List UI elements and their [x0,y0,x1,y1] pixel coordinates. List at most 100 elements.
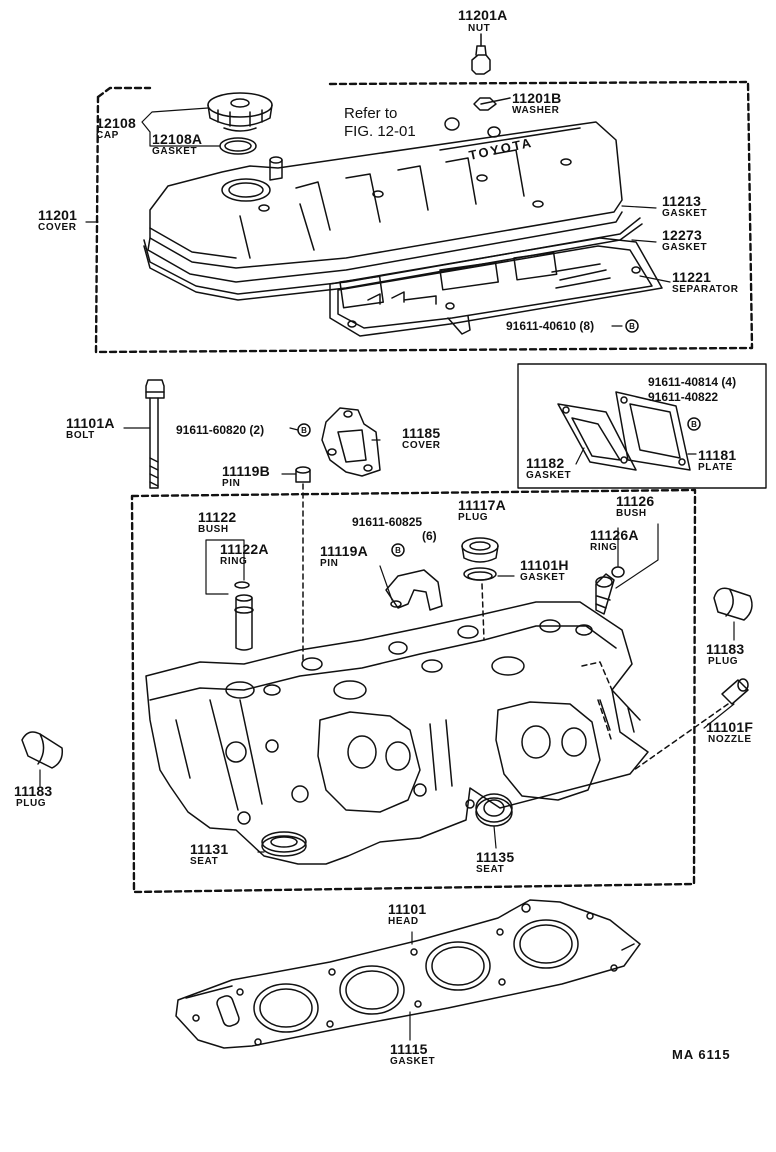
part-number-11126: 11126 [616,493,655,509]
part-name-gasket: GASKET [662,208,708,219]
part-number-11182: 11182 [526,455,565,471]
cap-gasket-drawing [219,137,257,155]
part-name-gasket: GASKET [526,470,572,481]
side-cover-drawing [321,407,381,477]
part-number-11101H: 11101H [520,557,569,573]
part-number-11101A: 11101A [66,415,115,431]
part-number-11201B: 11201B [512,90,562,106]
leader-lines [39,107,735,1041]
part-name-plug: PLUG [16,798,47,809]
part-name-bush: BUSH [198,524,229,535]
part-number-11213: 11213 [662,193,702,209]
bolt-code-40814: 91611-40814 (4) [648,375,737,389]
valve-guide-bush-drawing [234,594,254,651]
bolt-symbol-letter: B [691,420,697,429]
part-name-nozzle: NOZZLE [708,734,752,745]
bearing-cap-drawing [385,569,443,611]
part-name-seat: SEAT [190,856,219,867]
part-name-nut: NUT [468,23,491,34]
part-name-pin: PIN [320,558,339,569]
part-name-bush: BUSH [616,508,647,519]
part-number-12273: 12273 [662,227,702,243]
bolt-symbol-letter: B [395,546,401,555]
part-number-11119A: 11119A [320,543,368,559]
part-name-cover: COVER [402,440,441,451]
part-name-ring: RING [220,556,248,567]
part-number-11101: 11101 [388,901,427,917]
bolt-symbol-60825 [391,543,405,557]
part-name-plug: PLUG [458,512,489,523]
part-name-head: HEAD [388,916,419,927]
bolt-code-60820: 91611-60820 (2) [176,423,265,437]
bolt-symbol-40610 [625,319,639,333]
bush-right-drawing [595,573,615,615]
part-number-11131: 11131 [190,841,229,857]
part-name-pin: PIN [222,478,241,489]
bush-ring-drawing [234,581,250,589]
bush-right-ring-drawing [611,566,625,578]
part-name-seat: SEAT [476,864,505,875]
dowel-pin-drawing [295,466,311,661]
part-number-11119B: 11119B [222,463,270,479]
bolt-code-60825-qty: (6) [422,529,437,543]
part-name-bolt: BOLT [66,430,95,441]
part-number-11135: 11135 [476,849,515,865]
part-number-11115: 11115 [390,1041,428,1057]
reference-line-2: FIG. 12-01 [344,123,416,140]
plug-left-drawing [21,731,64,769]
part-number-11185: 11185 [402,425,441,441]
side-plate-group-box [517,363,767,489]
valve-seat-right-drawing [475,793,513,827]
part-number-11201: 11201 [38,207,78,223]
cylinder-head-group-box [130,488,697,894]
part-name-cap: CAP [96,130,119,141]
valve-seat-left-drawing [261,831,307,857]
head-bolt-drawing [145,379,165,489]
part-number-11126A: 11126A [590,527,639,543]
nut-drawing [471,33,491,75]
part-name-washer: WASHER [512,105,560,116]
valve-cover-drawing [147,121,623,283]
part-name-cover: COVER [38,222,77,233]
part-name-gasket: GASKET [520,572,566,583]
part-number-11183-left: 11183 [14,783,53,799]
part-name-plate: PLATE [698,462,734,473]
part-name-separator: SEPARATOR [672,284,739,295]
part-number-11122A: 11122A [220,541,269,557]
cylinder-head-drawing [145,601,649,865]
part-number-11101F: 11101F [706,719,754,735]
oil-filler-cap-drawing [207,92,273,132]
plate-gasket-drawing [557,403,637,471]
part-number-11183-right: 11183 [706,641,745,657]
part-number-12108A: 12108A [152,131,203,147]
bolt-symbol-letter: B [301,426,307,435]
nozzle-drawing [633,678,749,771]
washer-drawing [444,97,511,138]
part-name-gasket: GASKET [152,146,198,157]
figure-code: MA 6115 [672,1047,731,1062]
separator-drawing [329,237,663,337]
part-name-ring: RING [590,542,618,553]
part-name-gasket: GASKET [662,242,708,253]
bolt-code-40610: 91611-40610 (8) [506,319,595,333]
bolt-code-60825: 91611-60825 [352,515,423,529]
side-plate-drawing [615,391,691,471]
part-number-11117A: 11117A [458,497,506,513]
plug-drawing [461,537,499,563]
plug-right-drawing [713,587,753,621]
part-number-11122: 11122 [198,509,237,525]
bolt-code-40822: 91611-40822 [648,390,719,404]
bolt-symbol-40822 [687,417,701,431]
reference-line-1: Refer to [344,105,398,122]
part-number-11201A: 11201A [458,7,508,23]
plug-gasket-drawing [463,567,497,641]
valve-cover-group-box [94,80,754,354]
head-gasket-drawing [175,899,641,1049]
bolt-symbol-letter: B [629,322,635,331]
part-number-11221: 11221 [672,269,712,285]
part-number-11181: 11181 [698,447,737,463]
part-name-gasket: GASKET [390,1056,436,1067]
part-name-plug: PLUG [708,656,739,667]
part-number-12108: 12108 [96,115,136,131]
